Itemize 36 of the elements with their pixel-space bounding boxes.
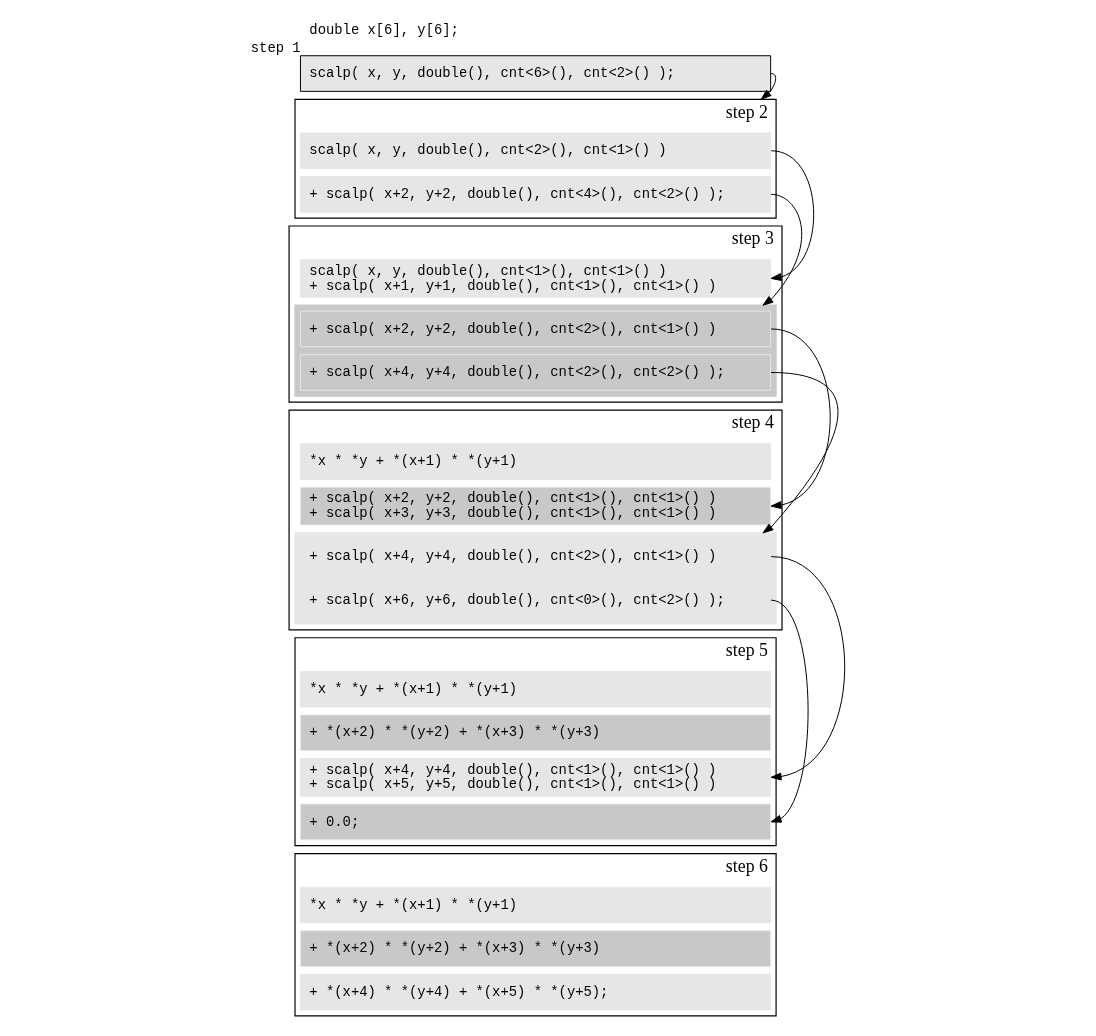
node-label: step 5 xyxy=(725,639,768,660)
node-label: step 4 xyxy=(731,412,774,433)
node-text: + scalp( x+6, y+6, double(), cnt<0>(), cnt<2>() ); xyxy=(309,591,725,608)
node-label: step 3 xyxy=(731,228,774,249)
node-label: step 1 xyxy=(250,39,301,56)
node-box: + 0.0; xyxy=(299,803,772,841)
node-box: *x * *y + *(x+1) * *(y+1) xyxy=(299,886,772,924)
arrow xyxy=(762,193,803,306)
node-box: + *(x+2) * *(y+2) + *(x+3) * *(y+3) xyxy=(299,930,772,967)
node-box: + *(x+2) * *(y+2) + *(x+3) * *(y+3) xyxy=(299,714,772,752)
arrow xyxy=(770,556,846,781)
cluster xyxy=(294,532,777,625)
node-box: + scalp( x+4, y+4, double(), cnt<1>(), cnt<1>() ) + scalp( x+5, y+5, double(), cnt<1>(), cnt<1>() ) xyxy=(299,758,772,797)
arrow xyxy=(770,328,831,510)
node-box: + scalp( x+2, y+2, double(), cnt<1>(), cnt<1>() ) + scalp( x+3, y+3, double(), cnt<1>(), cnt<1>() ) xyxy=(299,486,772,526)
cluster xyxy=(294,852,777,1017)
node-box: + scalp( x+2, y+2, double(), cnt<4>(), cnt<2>() ); xyxy=(299,176,772,213)
arrow xyxy=(762,372,839,534)
arrow xyxy=(760,73,777,100)
arrow xyxy=(770,150,815,281)
node-label: step 2 xyxy=(725,101,768,122)
node-box: + scalp( x+2, y+2, double(), cnt<2>(), cnt<1>() ) xyxy=(299,310,772,348)
arrow xyxy=(770,599,809,823)
node-box: + *(x+4) * *(y+4) + *(x+5) * *(y+5); xyxy=(299,973,772,1011)
node-box: + scalp( x+4, y+4, double(), cnt<2>(), cnt<2>() ); xyxy=(299,354,772,391)
label: double x[6], y[6]; xyxy=(309,21,459,38)
node-box: scalp( x, y, double(), cnt<1>(), cnt<1>() ) + scalp( x+1, y+1, double(), cnt<1>(), cnt<1>() ) xyxy=(299,259,772,298)
node-text: + scalp( x+4, y+4, double(), cnt<2>(), cnt<1>() ) xyxy=(309,548,717,565)
node-box: scalp( x, y, double(), cnt<6>(), cnt<2>() ); xyxy=(299,55,772,92)
cluster xyxy=(294,637,777,847)
cluster xyxy=(294,304,777,397)
node-box: *x * *y + *(x+1) * *(y+1) xyxy=(299,443,772,480)
node-box: scalp( x, y, double(), cnt<2>(), cnt<1>() ) xyxy=(299,132,772,170)
cluster xyxy=(294,98,777,219)
node-box: *x * *y + *(x+1) * *(y+1) xyxy=(299,670,772,708)
node-label: step 6 xyxy=(725,855,768,876)
